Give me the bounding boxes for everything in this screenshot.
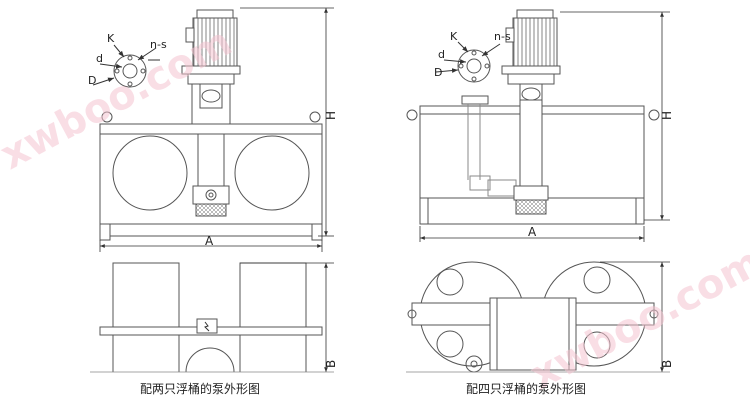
- flange-k-label: K: [107, 32, 115, 45]
- inlet-screen: [195, 203, 227, 217]
- flange-d-small-label: d: [438, 48, 445, 61]
- dimension-a-label: A: [205, 234, 214, 248]
- lifting-eye: [406, 109, 418, 121]
- right-flange-detail: [435, 41, 501, 83]
- dimension-b-label: B: [660, 360, 674, 368]
- lifting-eye: [648, 109, 660, 121]
- left-front-dimensions: [99, 7, 334, 252]
- dimension-h-label: H: [660, 111, 674, 120]
- right-front-dimensions: [419, 11, 670, 242]
- lifting-eye: [101, 111, 113, 123]
- pump-plate: [489, 297, 577, 371]
- float-circle: [112, 135, 188, 211]
- flange-d-big-label: D: [88, 74, 96, 87]
- motor: [501, 9, 561, 75]
- right-top-view: [407, 261, 659, 373]
- inlet-screen: [515, 199, 547, 215]
- right-front-view: [406, 9, 660, 225]
- dimension-b-label: B: [324, 360, 338, 368]
- left-flange-detail: [92, 44, 160, 88]
- flange-ns-label: n-s: [150, 38, 167, 51]
- flange-k-label: K: [450, 30, 458, 43]
- float-circle: [234, 135, 310, 211]
- dimension-h-label: H: [324, 111, 338, 120]
- left-front-view: [99, 9, 323, 241]
- flange-ns-label: n-s: [494, 30, 511, 43]
- left-top-view: [99, 262, 323, 373]
- motor: [181, 9, 241, 75]
- top-frame: [99, 123, 323, 135]
- flange-d-small-label: d: [96, 52, 103, 65]
- caption-two-floats: 配两只浮桶的泵外形图: [140, 381, 260, 396]
- lifting-eye: [309, 111, 321, 123]
- dimension-a-label: A: [528, 225, 537, 239]
- right-top-dimensions: [406, 261, 670, 373]
- flange-d-big-label: D: [434, 66, 442, 79]
- left-top-dimensions: [90, 262, 334, 373]
- caption-four-floats: 配四只浮桶的泵外形图: [466, 381, 586, 396]
